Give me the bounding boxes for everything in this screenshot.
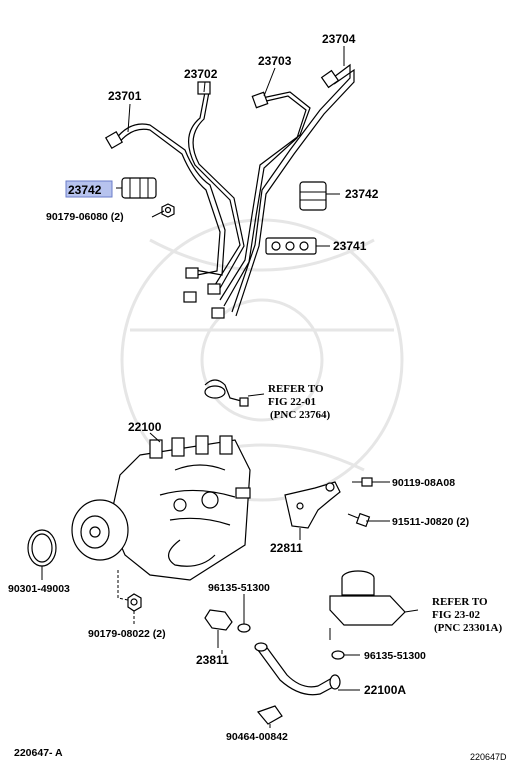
clip-96135-51300-right: [331, 650, 345, 660]
nut-90179-06080: [161, 203, 175, 218]
label-96135-51300-right[interactable]: 96135-51300: [364, 650, 426, 662]
clamp-90464-00842: [256, 705, 283, 725]
label-23741[interactable]: 23741: [333, 239, 367, 253]
o-ring-90301-49003: [27, 529, 57, 567]
label-23702[interactable]: 23702: [184, 67, 218, 81]
refer-to-2-line3[interactable]: (PNC 23301A): [434, 622, 502, 634]
label-22100[interactable]: 22100: [128, 420, 162, 434]
injection-pipes: [114, 63, 355, 317]
label-90119-08A08[interactable]: 90119-08A08: [392, 477, 455, 489]
union-23811: [204, 609, 233, 648]
bracket-22811: [284, 481, 341, 529]
refer-to-1-line3[interactable]: (PNC 23764): [270, 409, 331, 421]
injection-pump-22100: [71, 435, 251, 581]
label-23701[interactable]: 23701: [108, 89, 142, 103]
label-23742-right[interactable]: 23742: [345, 187, 379, 201]
label-90179-06080[interactable]: 90179-06080 (2): [46, 211, 124, 223]
clip-96135-51300-top: [237, 623, 251, 633]
clamp-23742-left: [121, 177, 157, 199]
leader-lines: [41, 46, 390, 728]
label-90464-00842[interactable]: 90464-00842: [226, 731, 288, 743]
refer-to-2-line2[interactable]: FIG 23-02: [432, 609, 480, 621]
footer-left-code: 220647- A: [14, 747, 63, 759]
label-23703[interactable]: 23703: [258, 54, 292, 68]
label-90179-08022[interactable]: 90179-08022 (2): [88, 628, 166, 640]
label-96135-51300-top[interactable]: 96135-51300: [208, 582, 270, 594]
label-90301-49003[interactable]: 90301-49003: [8, 583, 70, 595]
label-23704[interactable]: 23704: [322, 32, 356, 46]
clamp-23742-right: [299, 181, 327, 211]
footer-right-code: 220647D: [470, 752, 507, 762]
overflow-fitting: [204, 379, 249, 407]
refer-to-1-line1[interactable]: REFER TO: [268, 383, 324, 395]
highlight-box: [65, 180, 113, 198]
bolt-91511-J0820: [347, 512, 371, 528]
refer-to-1-line2[interactable]: FIG 22-01: [268, 396, 316, 408]
label-22100A[interactable]: 22100A: [364, 683, 406, 697]
clamp-23741: [265, 237, 317, 255]
fuel-filter-housing: [329, 570, 419, 640]
label-23742-left[interactable]: 23742: [68, 183, 102, 197]
label-91511-J0820[interactable]: 91511-J0820 (2): [392, 516, 469, 528]
hose-22100A: [254, 642, 341, 696]
bolt-90119-08A08: [352, 477, 373, 487]
label-22811[interactable]: 22811: [270, 541, 303, 555]
label-23811[interactable]: 23811: [196, 653, 229, 667]
refer-to-2-line1[interactable]: REFER TO: [432, 596, 488, 608]
nut-90179-08022: [127, 593, 142, 612]
pipe-end-nuts: [104, 69, 340, 319]
